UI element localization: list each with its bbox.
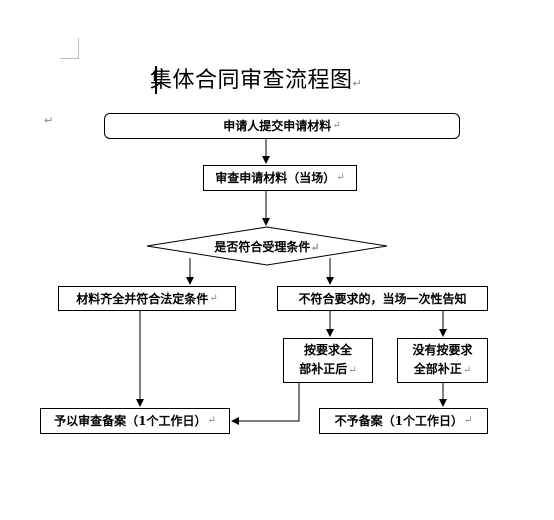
supplement-not-line1: 没有按要求	[412, 343, 473, 357]
return-mark: ↵	[336, 172, 345, 183]
result-approve-label: 予以审查备案（1个工作日）	[54, 414, 207, 428]
step-submit-box[interactable]: 申请人提交申请材料↵	[104, 113, 460, 139]
decision-diamond	[146, 226, 388, 266]
return-mark: ↵	[207, 415, 216, 426]
supplement-done-box[interactable]: 按要求全 部补正后↵	[283, 338, 373, 383]
supplement-not-line2: 全部补正	[413, 362, 462, 376]
result-reject-box[interactable]: 不予备案（1个工作日）↵	[319, 408, 488, 434]
branch-no-label: 不符合要求的，当场一次性告知	[298, 291, 467, 306]
title-return-mark: ↵	[352, 77, 363, 90]
supplement-done-line2: 部补正后	[299, 362, 348, 376]
arrow-supplement-done-to-approve	[231, 383, 300, 425]
return-mark: ↵	[348, 365, 357, 376]
branch-no-box[interactable]: 不符合要求的，当场一次性告知	[277, 286, 488, 311]
decision-label-wrap[interactable]: 是否符合受理条件↵	[200, 237, 334, 257]
return-mark: ↵	[209, 292, 218, 304]
branch-yes-label: 材料齐全并符合法定条件	[76, 291, 209, 306]
branch-yes-box[interactable]: 材料齐全并符合法定条件↵	[58, 286, 236, 311]
return-mark: ↵	[332, 120, 341, 131]
supplement-not-box[interactable]: 没有按要求 全部补正↵	[397, 338, 488, 383]
result-approve-box[interactable]: 予以审查备案（1个工作日）↵	[40, 408, 230, 434]
return-mark: ↵	[310, 241, 320, 254]
supplement-done-line1: 按要求全	[303, 343, 352, 357]
return-mark: ↵	[463, 415, 473, 426]
step-review-box[interactable]: 审查申请材料（当场）↵	[203, 165, 357, 191]
step-submit-label: 申请人提交申请材料	[223, 119, 332, 133]
page-corner-mark	[60, 38, 79, 59]
return-mark: ↵	[462, 365, 472, 376]
result-reject-label: 不予备案（1个工作日）	[334, 414, 463, 428]
page-title-text: 集体合同审查流程图	[150, 68, 353, 93]
decision-label: 是否符合受理条件	[214, 240, 311, 254]
paragraph-mark: ↵	[44, 114, 54, 127]
text-cursor	[155, 66, 157, 94]
step-review-label: 审查申请材料（当场）	[215, 171, 336, 185]
page-title[interactable]: 集体合同审查流程图↵	[150, 62, 362, 94]
